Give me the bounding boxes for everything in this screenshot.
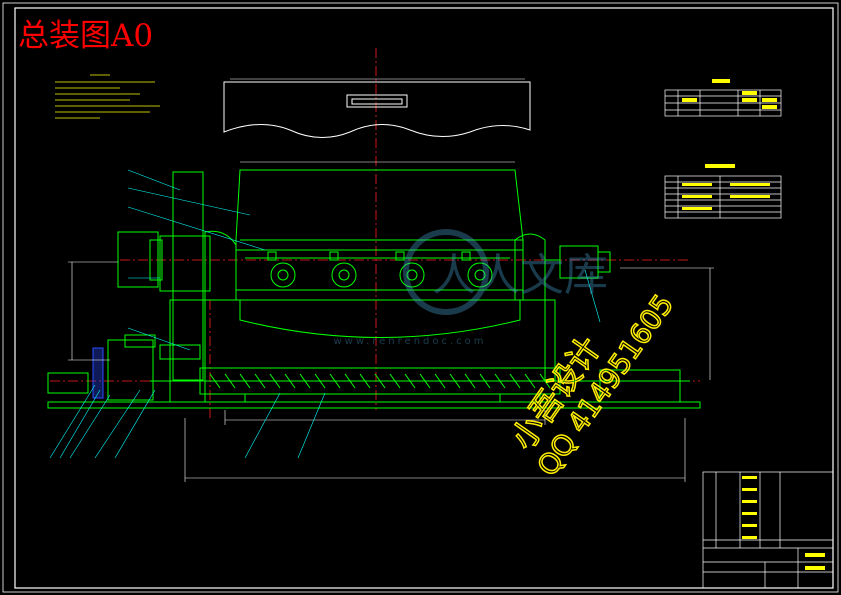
dimension-lines xyxy=(68,261,714,482)
spec-table-fill xyxy=(682,164,770,210)
drive-motor xyxy=(47,334,201,401)
left-column xyxy=(117,171,237,381)
leader-lines xyxy=(49,169,601,459)
right-end-assembly xyxy=(514,233,611,301)
site-url-text: www.renrendoc.com xyxy=(333,336,486,347)
site-logo-watermark: 人人文库 www.renrendoc.com xyxy=(333,229,608,347)
base-frame xyxy=(47,299,701,409)
spec-table xyxy=(664,175,782,219)
sheet-inner-border xyxy=(14,7,834,589)
hopper-top-view xyxy=(223,81,531,138)
technical-notes xyxy=(55,74,160,119)
parts-table xyxy=(664,89,782,117)
site-logo-text: 人人文库 xyxy=(432,250,608,301)
title-block xyxy=(702,471,834,589)
parts-table-fill xyxy=(682,79,777,109)
sheet-title: 总装图A0 xyxy=(18,18,153,54)
title-block-fill xyxy=(742,476,825,570)
agitator-wheels xyxy=(245,251,510,288)
